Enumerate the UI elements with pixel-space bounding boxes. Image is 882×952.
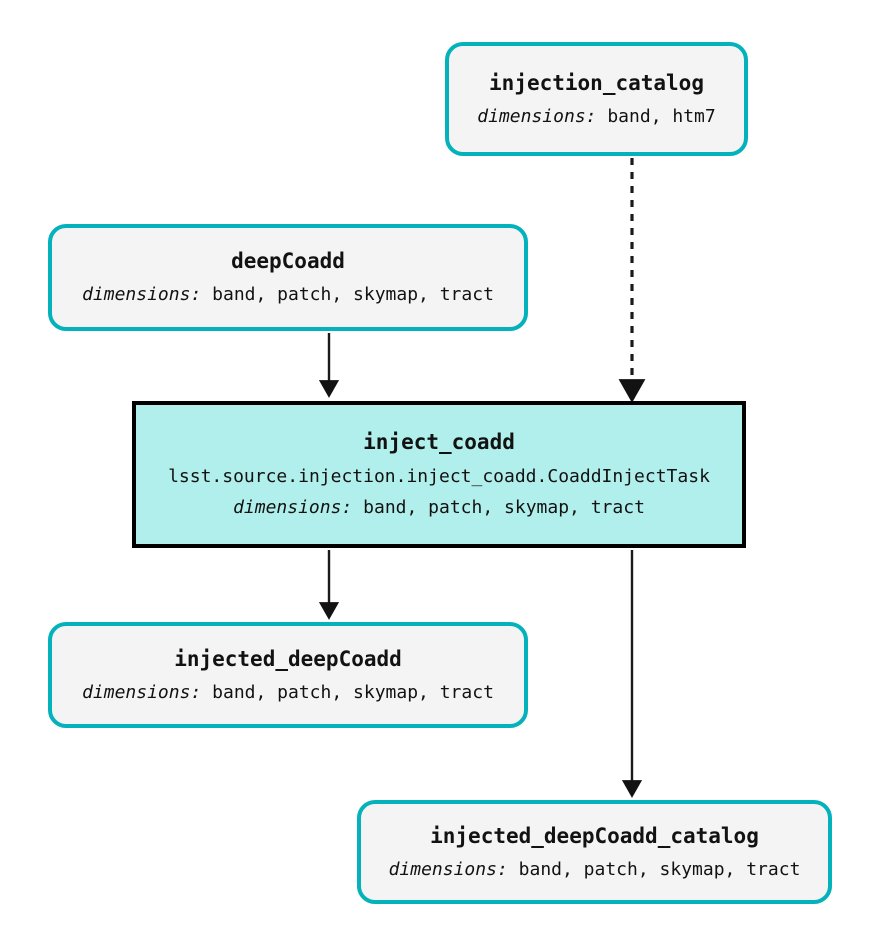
node-dimensions: dimensions: band, patch, skymap, tract <box>233 496 645 519</box>
dimensions-label: dimensions: <box>233 497 353 519</box>
dimensions-label: dimensions: <box>82 284 202 306</box>
node-title: inject_coadd <box>363 430 515 455</box>
dimensions-spacer <box>201 682 212 703</box>
node-title: injection_catalog <box>489 70 704 95</box>
node-dimensions: dimensions: band, htm7 <box>477 105 715 128</box>
dimensions-spacer <box>508 859 519 880</box>
dimensions-list: band, patch, skymap, tract <box>212 681 494 703</box>
dimensions-spacer <box>201 284 212 305</box>
dimensions-label: dimensions: <box>477 105 597 127</box>
dimensions-spacer <box>352 497 363 518</box>
node-dimensions: dimensions: band, patch, skymap, tract <box>82 681 494 704</box>
node-injection-catalog[interactable]: injection_catalog dimensions: band, htm7 <box>445 42 748 156</box>
dimensions-label: dimensions: <box>82 681 202 703</box>
node-dimensions: dimensions: band, patch, skymap, tract <box>82 283 494 306</box>
dimensions-label: dimensions: <box>388 858 508 880</box>
dimensions-value <box>597 106 608 127</box>
node-inject-coadd[interactable]: inject_coadd lsst.source.injection.injec… <box>132 401 746 548</box>
dimensions-list: band, patch, skymap, tract <box>212 284 494 306</box>
node-injected-deepcoadd-catalog[interactable]: injected_deepCoadd_catalog dimensions: b… <box>357 800 832 904</box>
node-title: deepCoadd <box>231 249 345 274</box>
node-injected-deepcoadd[interactable]: injected_deepCoadd dimensions: band, pat… <box>48 622 528 728</box>
node-dimensions: dimensions: band, patch, skymap, tract <box>389 858 801 881</box>
dimensions-list: band, htm7 <box>607 105 716 127</box>
dimensions-list: band, patch, skymap, tract <box>363 497 645 519</box>
node-deepcoadd[interactable]: deepCoadd dimensions: band, patch, skyma… <box>48 224 528 331</box>
node-title: injected_deepCoadd_catalog <box>430 823 759 848</box>
node-title: injected_deepCoadd <box>174 646 402 671</box>
dimensions-list: band, patch, skymap, tract <box>518 858 801 880</box>
node-classpath: lsst.source.injection.inject_coadd.Coadd… <box>168 465 710 487</box>
